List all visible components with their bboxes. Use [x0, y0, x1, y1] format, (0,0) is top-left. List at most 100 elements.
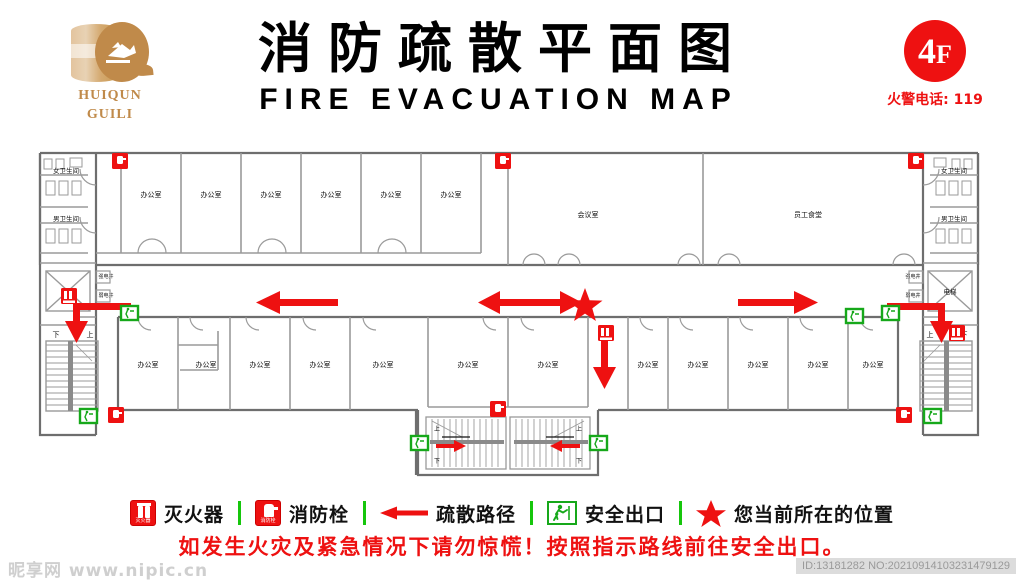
legend-item-extinguisher: 灭火器 灭火器: [116, 500, 238, 527]
bottom-left-office-walls: [177, 317, 351, 410]
logo-bird-icon: [106, 42, 136, 63]
logo-mark-icon: [71, 22, 154, 84]
bottom-right-office-labels: 办公室 办公室 办公室 办公室 办公室: [638, 360, 884, 369]
legend-item-route: 疏散路径: [366, 500, 530, 527]
hydrant-body: [263, 504, 274, 517]
room-label: 办公室: [373, 360, 394, 369]
evac-arrow-center-stairs: [436, 440, 580, 452]
logo-text-line2: GUILI: [86, 107, 134, 122]
bottom-center-office-doors: [482, 316, 535, 331]
room-label: 办公室: [201, 190, 222, 199]
room-label: 办公室: [441, 190, 462, 199]
map-legend: 灭火器 灭火器 消防栓 消防栓 疏散路径 安全出口: [0, 496, 1024, 530]
plan-safety-exit-icons: [78, 304, 943, 452]
legend-label: 您当前所在的位置: [734, 503, 895, 526]
top-right-room-doors: [522, 253, 916, 266]
room-label: 弱电井: [98, 292, 113, 299]
center-stair-labels: 上 下 上 下: [434, 425, 582, 465]
bottom-center-office-labels: 办公室 办公室: [458, 360, 559, 369]
bottom-right-office-walls: [627, 317, 849, 410]
room-label: 办公室: [538, 360, 559, 369]
extinguisher-body-right: [144, 506, 150, 518]
left-wing-doors: [79, 168, 111, 303]
room-label: 男卫生间: [53, 214, 79, 223]
safety-exit-icon: [119, 304, 140, 322]
room-label: 办公室: [863, 360, 884, 369]
room-label: 员工食堂: [794, 210, 822, 219]
legend-divider: [237, 501, 241, 525]
fire-hydrant-icon: [490, 401, 506, 417]
stair-direction-label: 下: [53, 331, 60, 339]
legend-label: 安全出口: [585, 503, 666, 526]
fire-hydrant-icon: [112, 153, 128, 169]
legend-item-hydrant: 消防栓 消防栓: [241, 500, 363, 527]
fire-extinguisher-icon: 灭火器: [129, 500, 156, 526]
room-label: 强电井: [98, 273, 113, 280]
room-label: 办公室: [196, 360, 217, 369]
bottom-center-office-walls: [427, 317, 589, 408]
right-wing-walls: [919, 174, 978, 412]
floor-plan-svg: 办公室 办公室 办公室 办公室 办公室 办公室 会议室 员工食堂: [38, 151, 980, 477]
floor-number: 4: [918, 31, 937, 71]
logo-text-line1: HUIQUN: [78, 88, 142, 103]
safety-exit-icon: [588, 434, 609, 452]
page-title-english: FIRE EVACUATION MAP: [259, 83, 738, 116]
room-label: 办公室: [638, 360, 659, 369]
safety-exit-icon: [409, 434, 430, 452]
stair-direction-label: 下: [576, 458, 582, 465]
legend-label: 灭火器: [163, 503, 224, 526]
safety-exit-icon: [844, 307, 865, 325]
running-man-glyph: [553, 504, 570, 521]
legend-divider: [362, 501, 366, 525]
room-label: 办公室: [261, 190, 282, 199]
room-label: 办公室: [381, 190, 402, 199]
room-label: 办公室: [748, 360, 769, 369]
stair-direction-label: 上: [87, 330, 94, 339]
top-left-office-walls: [96, 153, 482, 254]
plan-fire-hydrant-icons: [108, 153, 924, 423]
fire-extinguisher-icon: [61, 288, 77, 304]
fire-hydrant-icon: [908, 153, 924, 169]
floor-badge: 4F: [904, 20, 966, 82]
safety-exit-icon: [547, 501, 577, 525]
extinguisher-cap: [136, 503, 151, 506]
evac-arrow-center-down: [593, 341, 616, 389]
floor-suffix: F: [936, 40, 952, 69]
image-id-tag: ID:13181282 NO:20210914103231479129: [796, 558, 1016, 574]
stair-direction-label: 上: [927, 330, 934, 339]
stair-direction-label: 上: [576, 425, 582, 433]
room-label: 办公室: [458, 360, 479, 369]
fire-hydrant-icon: 消防栓: [254, 500, 281, 526]
room-label: 会议室: [578, 210, 599, 219]
hydrant-spout: [271, 507, 278, 510]
evac-arrow-right: [738, 291, 818, 314]
left-wing-walls: [40, 174, 99, 412]
you-are-here-star-icon: [696, 500, 727, 527]
room-label: 电梯: [944, 287, 958, 296]
room-label: 办公室: [250, 360, 271, 369]
legend-item-exit: 安全出口: [533, 500, 679, 527]
top-right-room-walls: [507, 153, 704, 265]
room-label: 办公室: [688, 360, 709, 369]
stair-direction-label: 上: [434, 425, 440, 433]
legend-label: 消防栓: [288, 503, 349, 526]
top-right-room-labels: 会议室 员工食堂: [578, 210, 823, 219]
extinguisher-body-left: [137, 506, 143, 518]
plan-fire-extinguisher-icons: [61, 288, 965, 341]
room-label: 弱电井: [905, 292, 920, 299]
top-left-office-labels: 办公室 办公室 办公室 办公室 办公室 办公室: [141, 190, 462, 199]
floor-indicator: 4F 火警电话: 119: [880, 20, 990, 109]
evacuation-arrows: [65, 291, 953, 452]
room-label: 男卫生间: [941, 214, 967, 223]
warning-text: 如发生火灾及紧急情况下请勿惊慌！按照指示路线前往安全出口。: [178, 535, 846, 559]
room-label: 办公室: [310, 360, 331, 369]
room-label: 女卫生间: [53, 166, 79, 175]
right-restroom-fixtures: [933, 157, 973, 244]
room-label: 强电井: [905, 273, 920, 280]
stair-direction-label: 下: [434, 458, 440, 465]
room-label: 办公室: [141, 190, 162, 199]
legend-divider: [530, 501, 533, 525]
fire-extinguisher-icon: [598, 325, 614, 341]
bottom-left-office-labels: 办公室 办公室 办公室 办公室 办公室: [138, 360, 394, 369]
you-are-here-star-icon: [567, 288, 603, 321]
